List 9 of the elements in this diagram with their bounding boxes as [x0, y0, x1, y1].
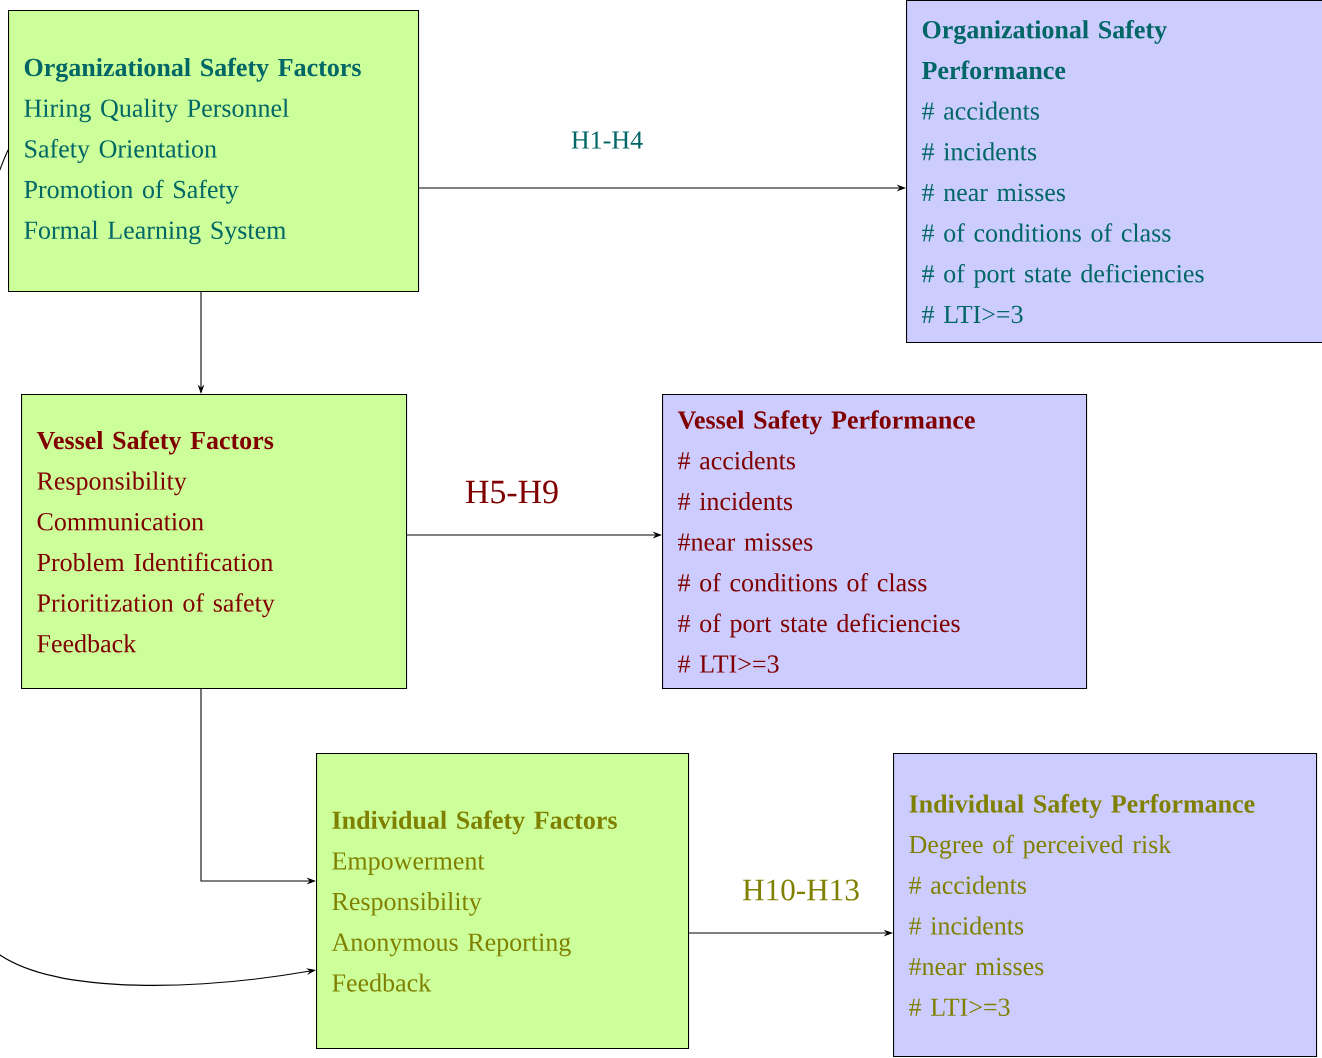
performance-box: Organizational Safety Performance # accidents # incidents # near misses # of conditions of class # of port state deficiencies # LTI>=3: [906, 0, 1322, 344]
performance-box: Individual Safety Performance Degree of perceived risk # accidents # incidents #near misses # LTI>=3: [893, 753, 1318, 1058]
performance-box: Vessel Safety Performance # accidents # incidents #near misses # of conditions of class # of port state deficiencies # LTI>=3: [662, 394, 1088, 690]
edge-label: H10-H13: [743, 879, 859, 901]
factor-box: Vessel Safety Factors Responsibility Communication Problem Identification Prioritization of safety Feedback: [21, 394, 408, 690]
factor-box: Individual Safety Factors Empowerment Responsibility Anonymous Reporting Feedback: [316, 753, 690, 1050]
edge-label: H5-H9: [465, 480, 558, 504]
edge-label: H1-H4: [571, 131, 643, 149]
factor-box: Organizational Safety Factors Hiring Quality Personnel Safety Orientation Promotion of Safety Formal Learning System: [8, 10, 420, 293]
